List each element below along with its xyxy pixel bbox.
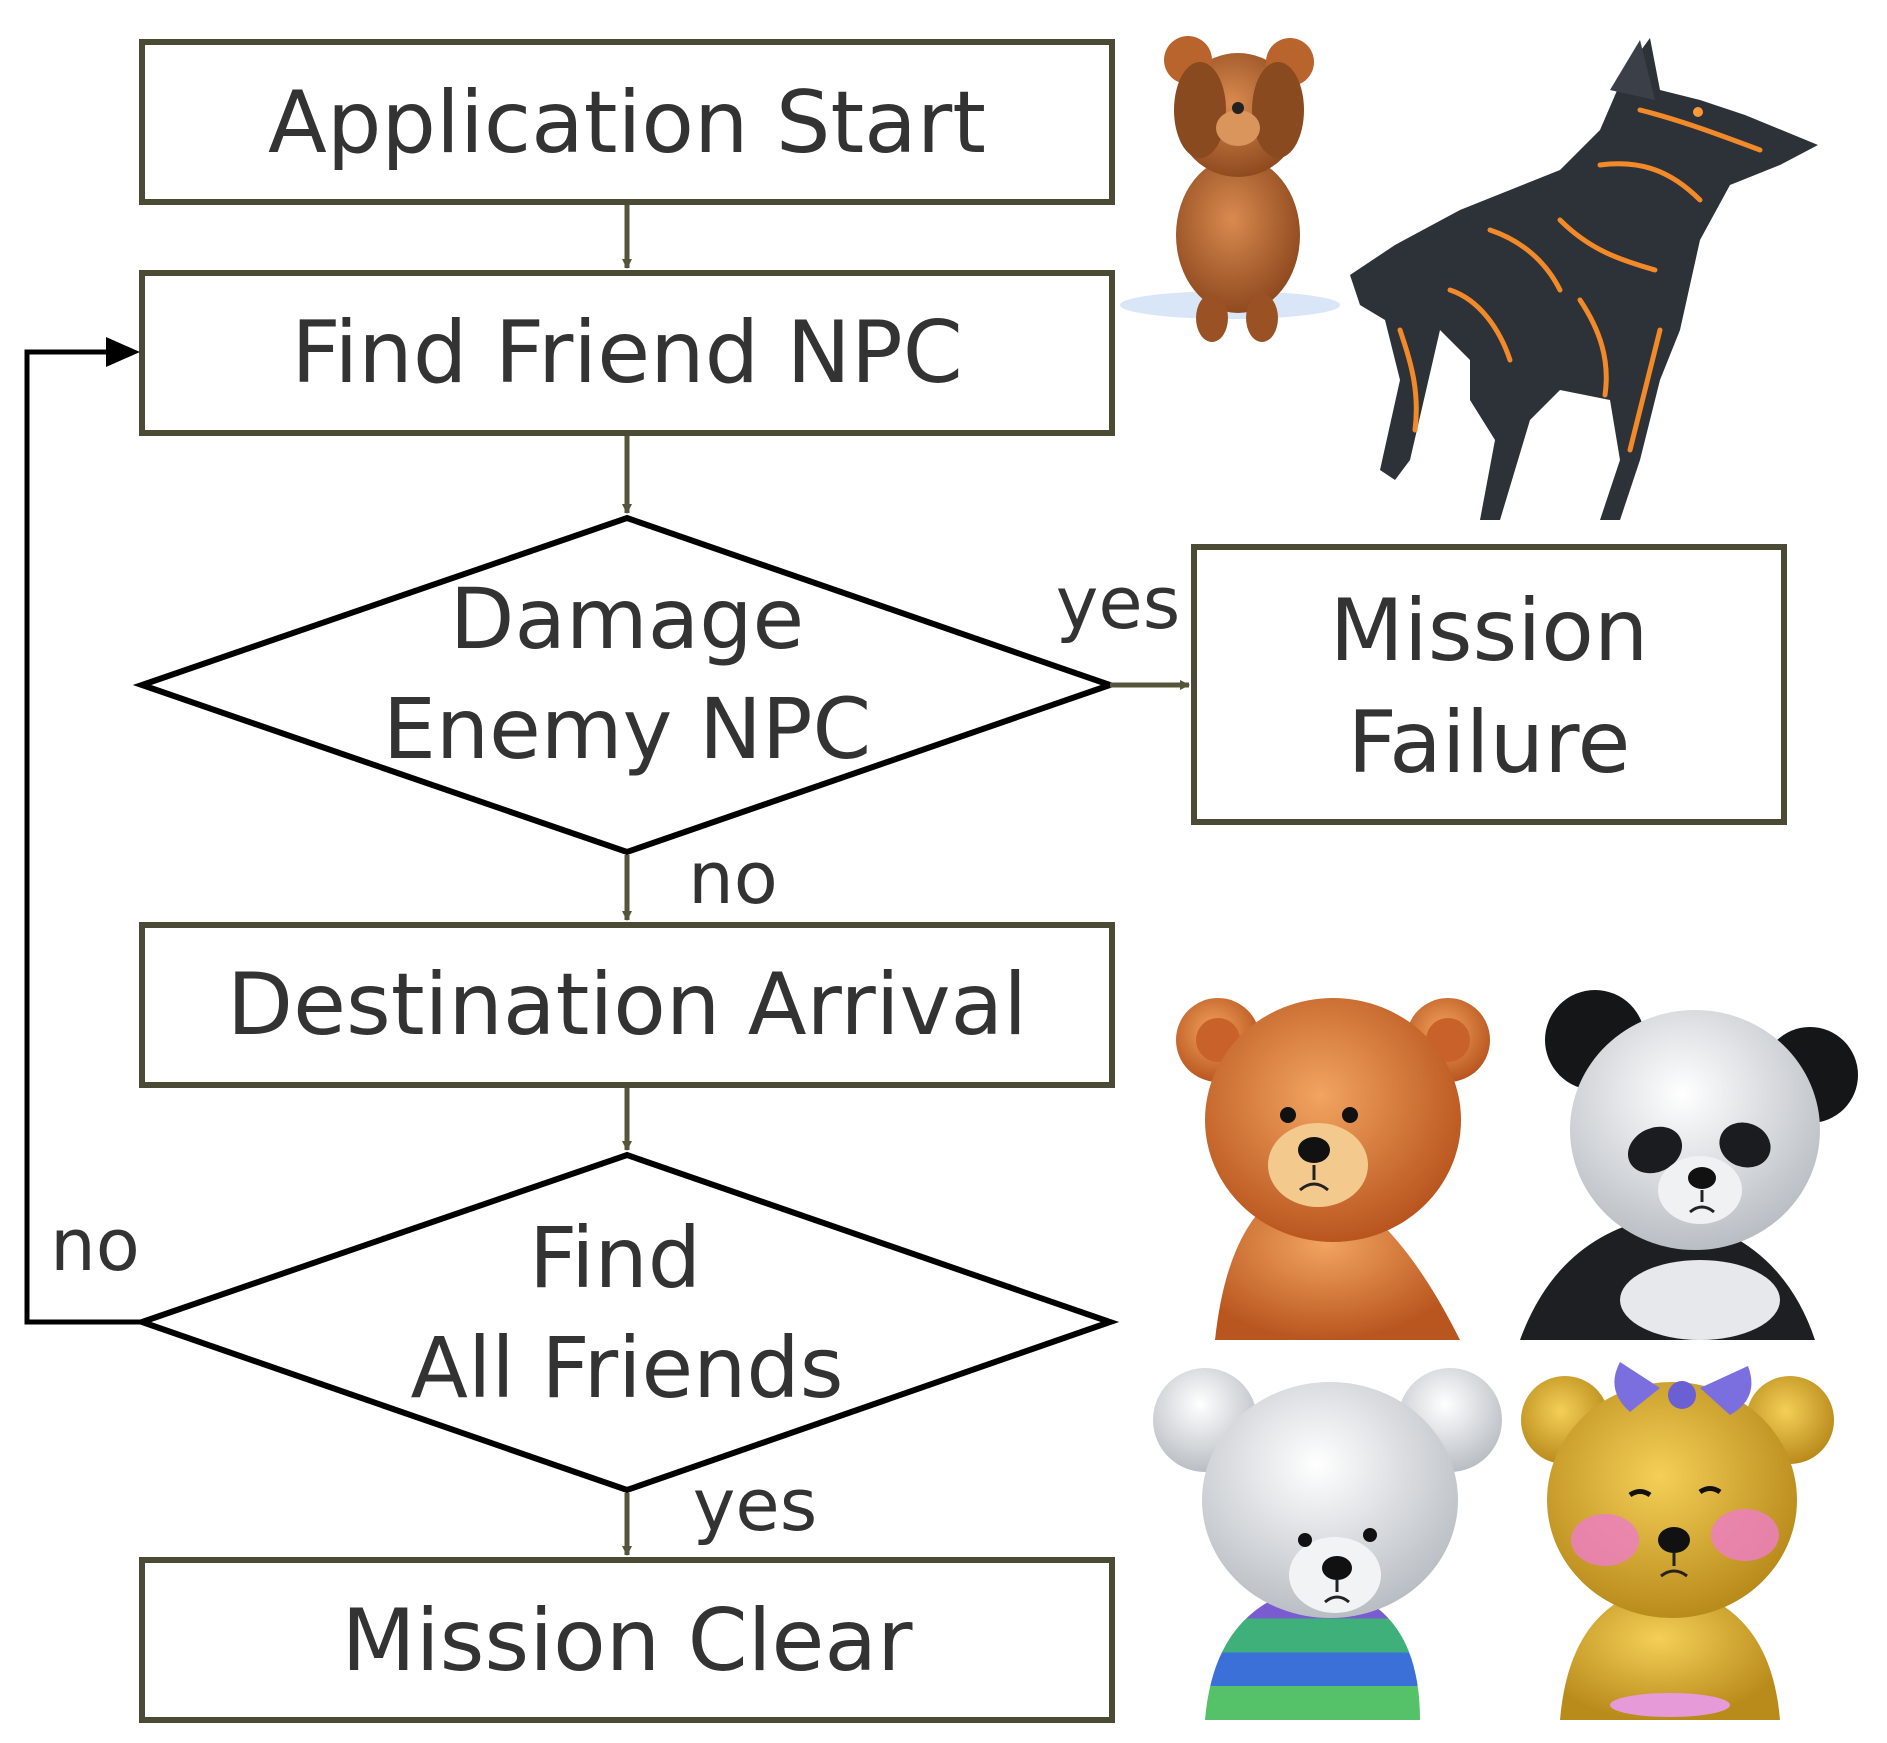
orange-teddy-illustration xyxy=(1176,998,1490,1340)
find-friend-npc-label: Find Friend NPC xyxy=(291,303,963,403)
brown-bear-illustration xyxy=(1120,36,1340,342)
find-all-friends-decision xyxy=(132,1151,1120,1494)
mission-failure-line1: Mission xyxy=(1330,581,1649,681)
panda-teddy-illustration xyxy=(1520,990,1858,1340)
damage-no-label: no xyxy=(688,836,778,920)
findall-yes-label: yes xyxy=(693,1463,817,1547)
mission-failure-box xyxy=(1191,544,1787,825)
mission-failure-line2: Failure xyxy=(1348,693,1631,793)
find-all-label-line2: All Friends xyxy=(411,1319,844,1417)
damage-label-line1: Damage xyxy=(450,570,804,668)
white-teddy-illustration xyxy=(1153,1368,1502,1720)
application-start-label: Application Start xyxy=(268,73,986,173)
mission-clear-label: Mission Clear xyxy=(342,1591,914,1691)
yellow-teddy-illustration xyxy=(1521,1362,1834,1720)
loop-back-line xyxy=(24,349,142,1325)
mission-clear-box xyxy=(139,1557,1115,1723)
damage-label-line2: Enemy NPC xyxy=(383,680,871,778)
damage-yes-label: yes xyxy=(1056,561,1180,645)
destination-arrival-box xyxy=(139,922,1115,1088)
findall-no-label: no xyxy=(50,1203,140,1287)
loop-back-arrowhead xyxy=(106,337,140,367)
find-all-label-line1: Find xyxy=(529,1209,701,1307)
application-start-box xyxy=(139,39,1115,205)
destination-arrival-label: Destination Arrival xyxy=(227,955,1027,1055)
damage-enemy-decision xyxy=(132,514,1120,856)
wolf-illustration xyxy=(1350,38,1818,520)
find-friend-npc-box xyxy=(139,270,1115,436)
